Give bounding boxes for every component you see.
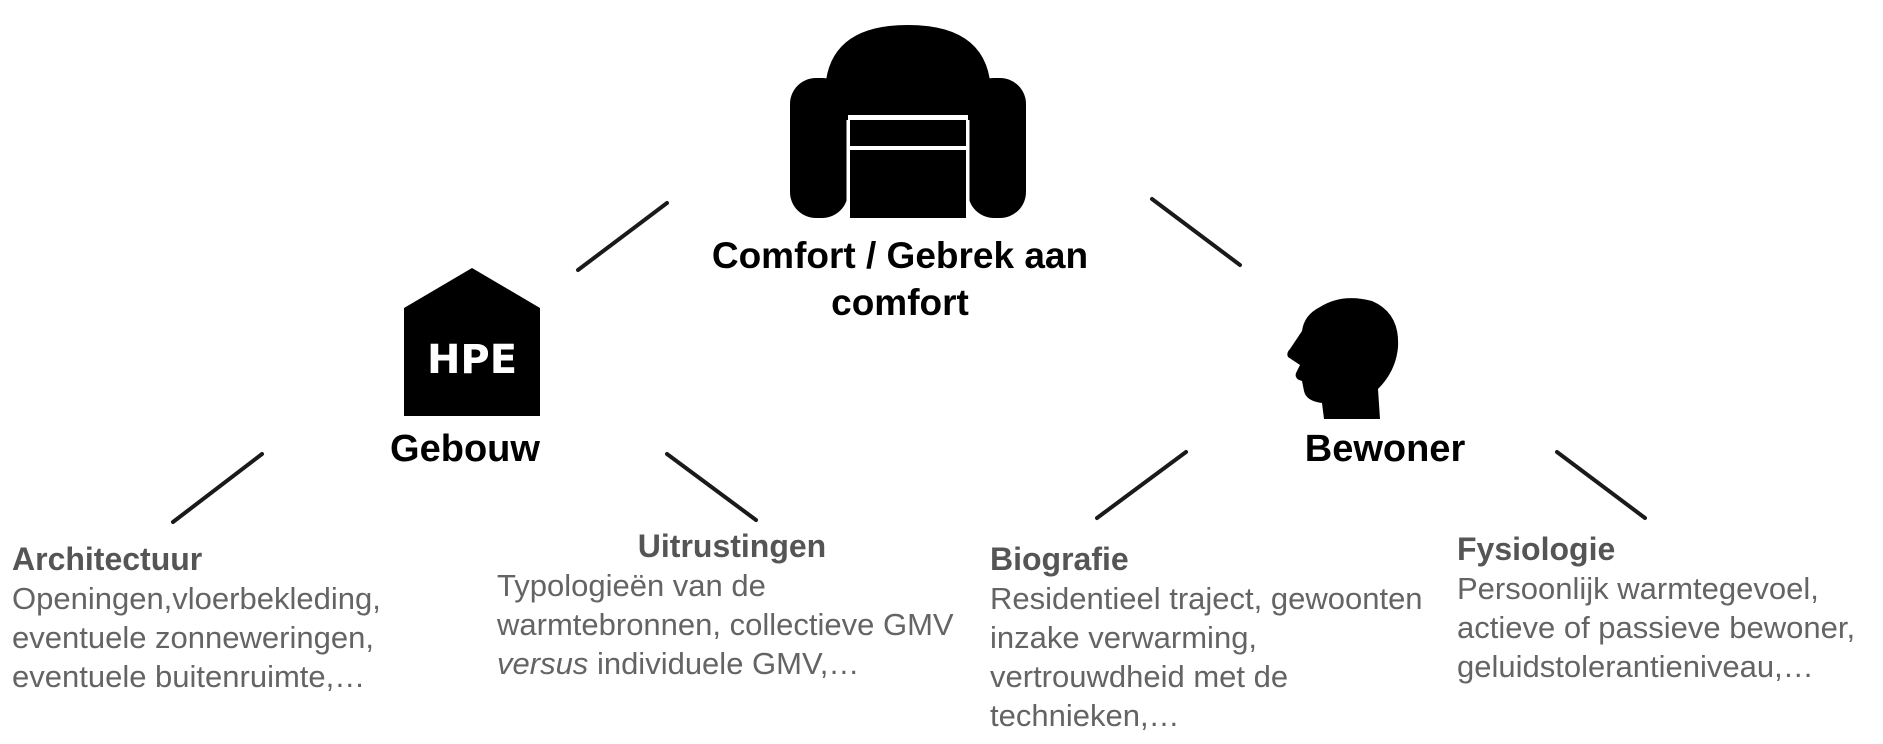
center-title: Comfort / Gebrek aan comfort xyxy=(711,235,1089,323)
block-fysiologie: Fysiologie Persoonlijk warmtegevoel, act… xyxy=(1457,530,1883,686)
gebouw-label: Gebouw xyxy=(390,428,540,470)
block-heading: Uitrustingen xyxy=(637,528,827,564)
house-hpe-label: HPE xyxy=(427,337,517,383)
armchair-icon xyxy=(790,25,1026,218)
connector-center-gebouw xyxy=(576,201,669,272)
connector-gebouw-architectuur xyxy=(171,452,264,524)
block-heading: Architectuur xyxy=(12,541,203,577)
head-silhouette-icon xyxy=(1287,298,1399,419)
block-biografie: Biografie Residentieel traject, gewoonte… xyxy=(990,540,1450,735)
connector-gebouw-uitrustingen xyxy=(665,452,758,522)
block-body-emphasis: versus xyxy=(497,646,589,681)
block-body: Openingen,vloerbekleding, eventuele zonn… xyxy=(12,581,381,694)
house-hpe-icon: HPE xyxy=(404,268,540,416)
block-body-pre: Typologieën van de warmtebronnen, collec… xyxy=(497,568,954,642)
block-body-post: individuele GMV,… xyxy=(596,646,860,681)
block-uitrustingen: Uitrustingen Typologieën van de warmtebr… xyxy=(497,527,997,683)
block-body: Persoonlijk warmtegevoel, actieve of pas… xyxy=(1457,571,1856,684)
block-heading: Biografie xyxy=(990,541,1129,577)
block-body: Residentieel traject, gewoonten inzake v… xyxy=(990,581,1423,733)
bewoner-label: Bewoner xyxy=(1304,428,1466,470)
block-heading: Fysiologie xyxy=(1457,531,1616,567)
connector-bewoner-fysiologie xyxy=(1555,450,1647,520)
block-architectuur: Architectuur Openingen,vloerbekleding, e… xyxy=(12,540,472,696)
block-body: Typologieën van de warmtebronnen, collec… xyxy=(497,568,954,681)
connector-center-bewoner xyxy=(1150,197,1242,267)
connector-bewoner-biografie xyxy=(1095,450,1188,520)
